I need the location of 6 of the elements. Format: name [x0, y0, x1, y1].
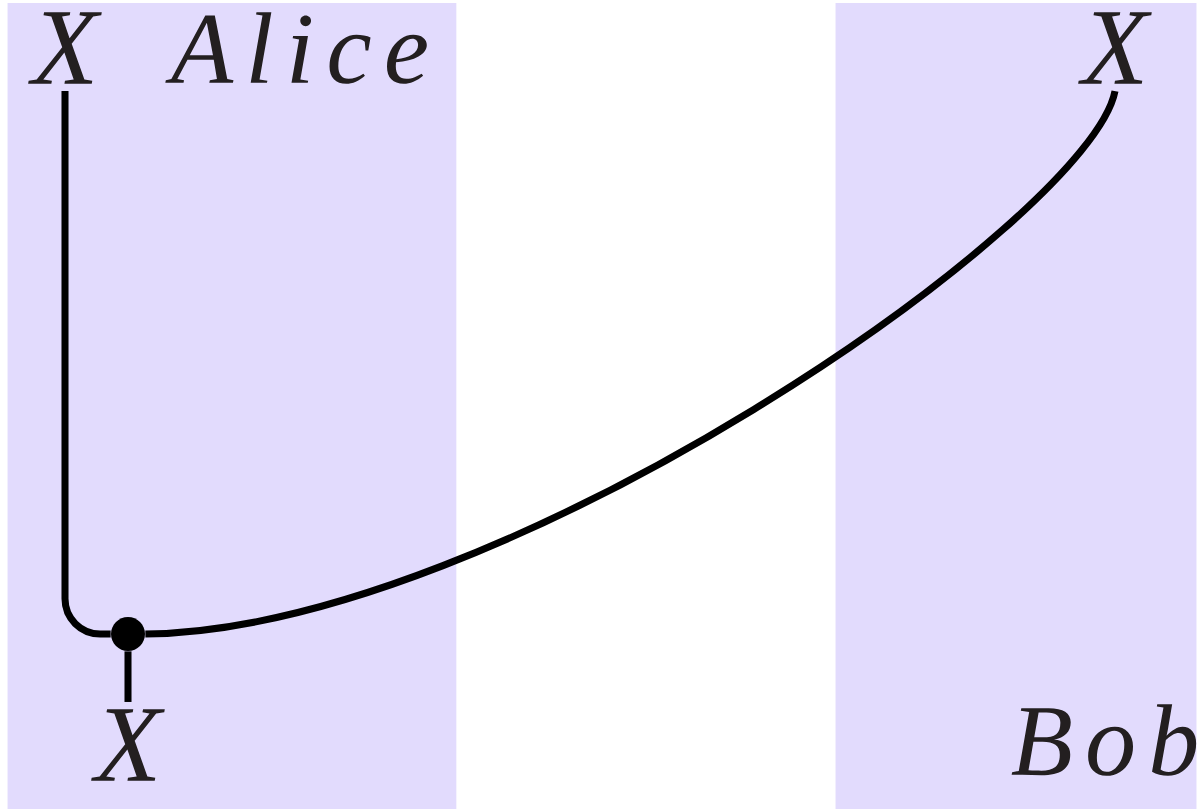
- region-label: Bob: [1011, 704, 1197, 776]
- junction-dot: [111, 617, 145, 651]
- variable-label: X: [91, 709, 165, 781]
- region-label: Alice: [165, 12, 427, 84]
- variable-label: X: [28, 12, 102, 84]
- variable-label: X: [1078, 12, 1152, 84]
